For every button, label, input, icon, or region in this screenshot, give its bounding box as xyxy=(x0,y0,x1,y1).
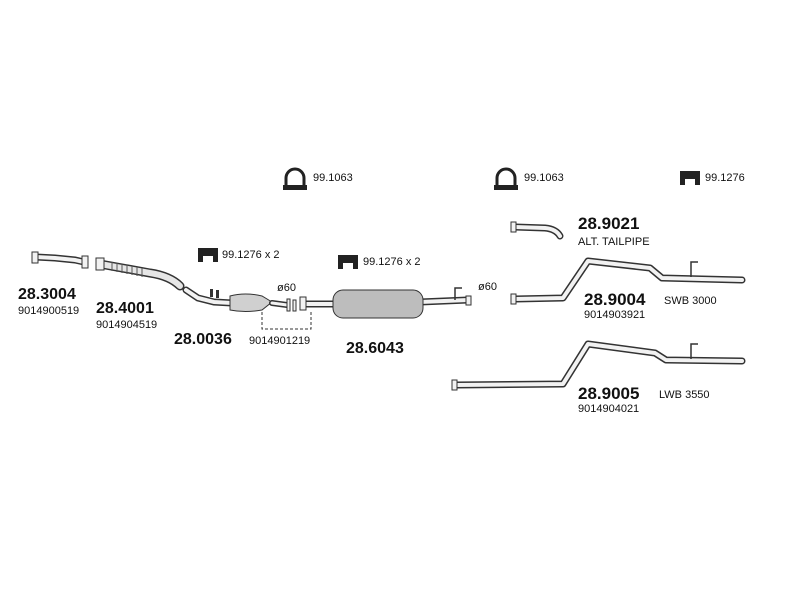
clamp-label-top-mid: 99.1063 xyxy=(524,172,564,184)
part-number-28-9005: 28.9005 xyxy=(578,384,640,403)
u-clamp-icon-top-left xyxy=(283,167,307,190)
oe-number-28-0036: 9014901219 xyxy=(249,335,311,347)
diameter-label-cat: ø60 xyxy=(277,282,296,294)
rubber-mount-icon-mid-left xyxy=(198,248,218,262)
part-number-28-9021: 28.9021 xyxy=(578,214,640,233)
part-number-28-3004: 28.3004 xyxy=(18,286,76,303)
diameter-label-silencer: ø60 xyxy=(478,281,497,293)
front-pipe-28-3004 xyxy=(31,251,89,269)
clamp-label-top-left: 99.1063 xyxy=(313,172,353,184)
clamp-label-top-right: 99.1276 xyxy=(705,172,745,184)
variant-28-9005: LWB 3550 xyxy=(659,389,710,401)
note-28-9021: ALT. TAILPIPE xyxy=(578,236,650,248)
rear-pipe-28-9004 xyxy=(510,257,746,305)
variant-28-9004: SWB 3000 xyxy=(664,295,717,307)
catalyst-28-0036 xyxy=(182,286,297,312)
oe-number-28-9005: 9014904021 xyxy=(578,403,640,415)
rubber-mount-icon-mid-center xyxy=(338,255,358,269)
part-number-28-4001: 28.4001 xyxy=(96,300,154,317)
rear-pipe-28-9005 xyxy=(451,340,746,391)
oe-number-28-3004: 9014900519 xyxy=(18,305,80,317)
clamp-label-mid-left: 99.1276 x 2 xyxy=(222,249,280,261)
rubber-mount-icon-top-right xyxy=(680,171,700,185)
part-number-28-9004: 28.9004 xyxy=(584,290,646,309)
silencer-28-6043 xyxy=(299,287,472,319)
clamp-label-mid-center: 99.1276 x 2 xyxy=(363,256,421,268)
u-clamp-icon-top-mid xyxy=(494,167,518,190)
oe-number-28-9004: 9014903921 xyxy=(584,309,646,321)
bracket-dashed xyxy=(261,312,312,330)
oe-number-28-4001: 9014904519 xyxy=(96,319,158,331)
part-number-28-6043: 28.6043 xyxy=(346,340,404,357)
flex-pipe-28-4001 xyxy=(95,257,185,291)
tailpipe-28-9021 xyxy=(510,221,564,240)
part-number-28-0036: 28.0036 xyxy=(174,331,232,348)
